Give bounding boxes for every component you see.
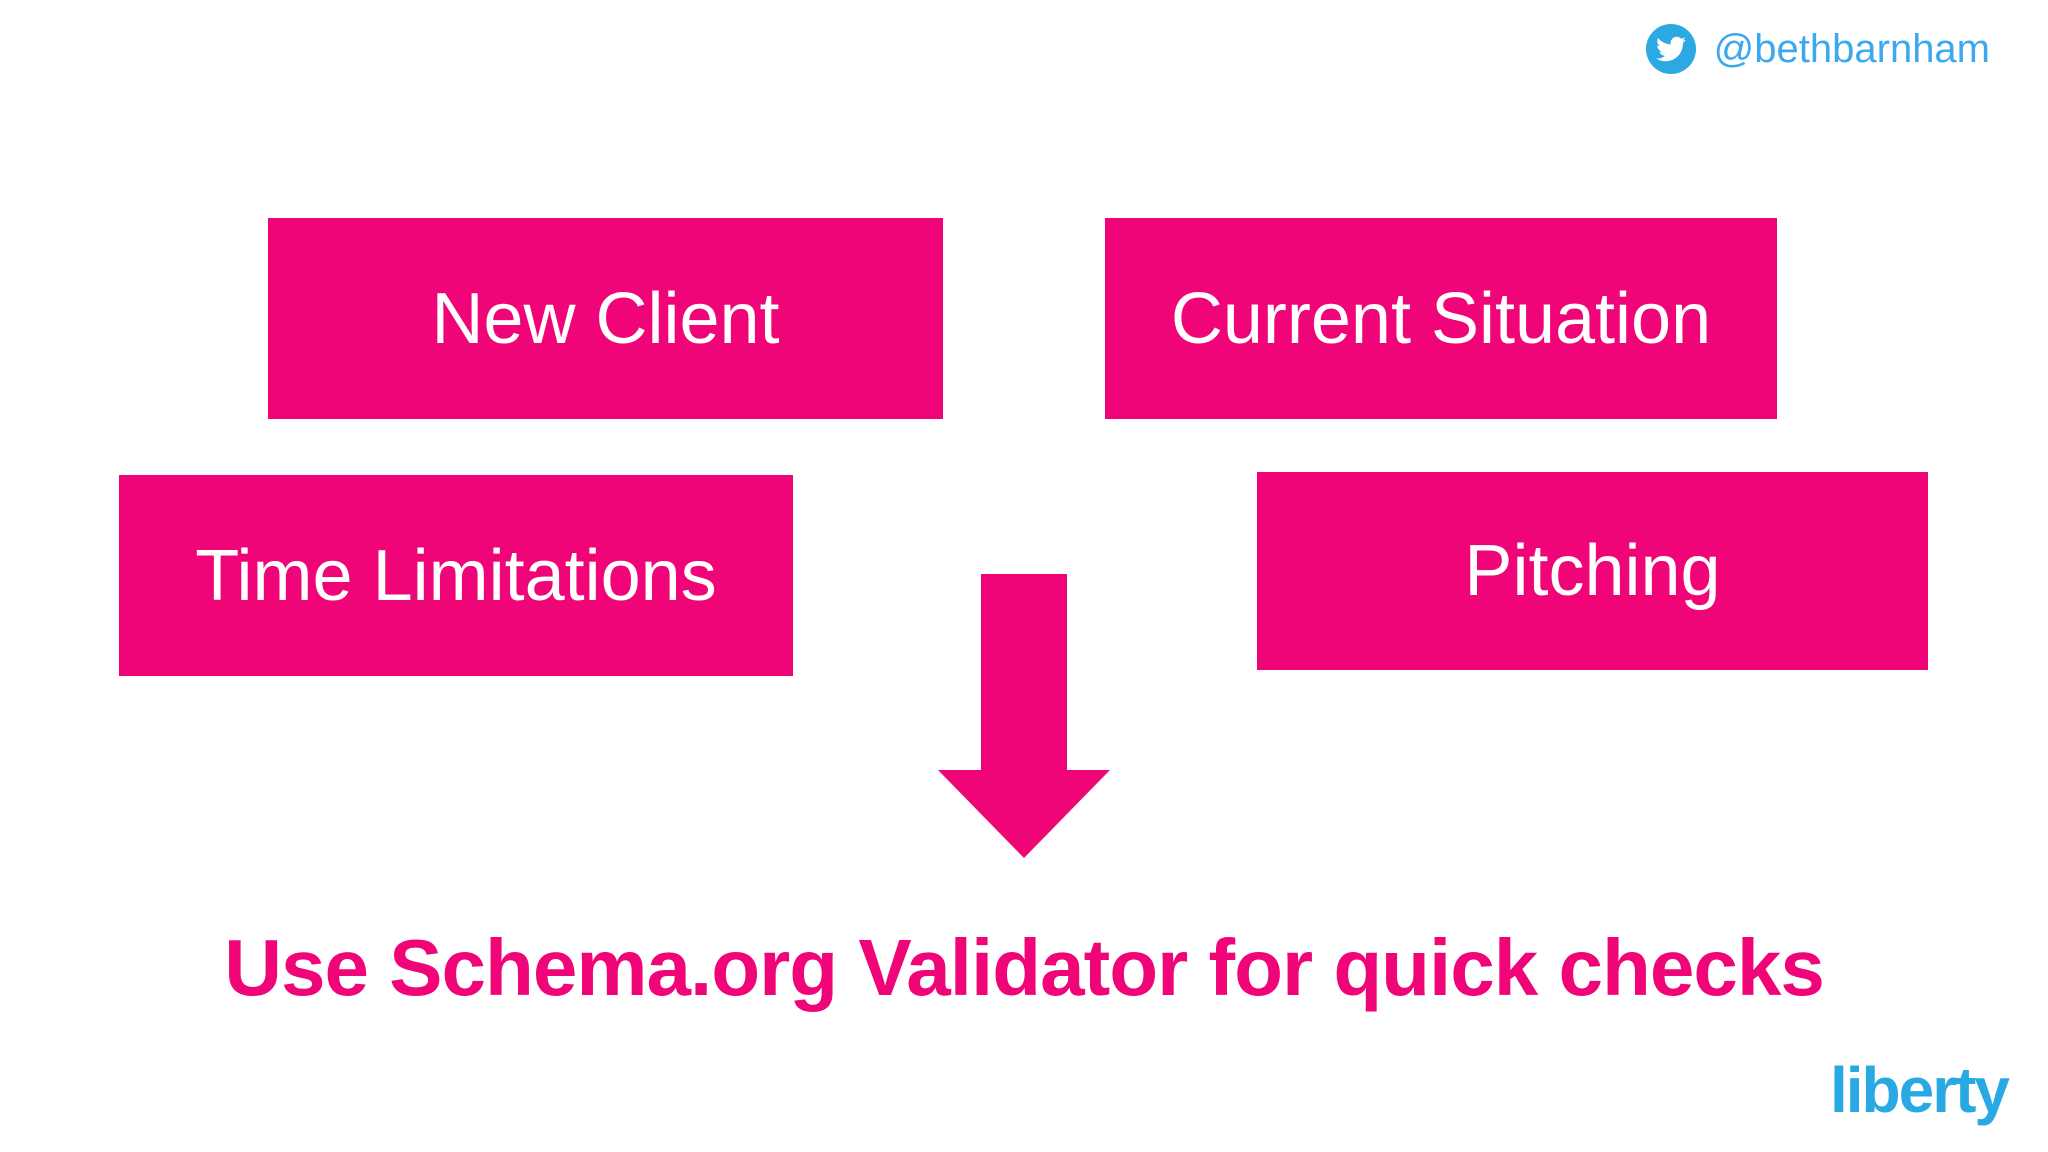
twitter-bird-icon <box>1645 24 1696 74</box>
box-new-client: New Client <box>268 218 943 419</box>
box-time-limitations-label: Time Limitations <box>195 535 717 616</box>
box-current-situation: Current Situation <box>1105 218 1777 419</box>
twitter-handle: @bethbarnham <box>1713 26 1990 71</box>
headline: Use Schema.org Validator for quick check… <box>224 923 1825 1012</box>
down-arrow-icon <box>938 574 1110 858</box>
box-pitching-label: Pitching <box>1464 531 1721 611</box>
down-arrow-shaft <box>981 574 1067 772</box>
down-arrow-head <box>938 770 1110 858</box>
box-time-limitations: Time Limitations <box>119 475 793 676</box>
box-new-client-label: New Client <box>431 278 780 359</box>
twitter-badge: @bethbarnham <box>1645 24 1990 74</box>
liberty-logo: liberty <box>1829 1054 2010 1126</box>
box-current-situation-label: Current Situation <box>1170 278 1712 359</box>
box-pitching: Pitching <box>1257 472 1928 670</box>
